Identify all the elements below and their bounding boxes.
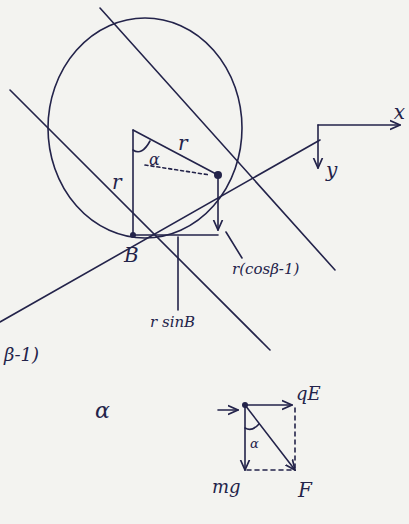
angle-arc [245, 424, 259, 429]
point-dot [242, 402, 248, 408]
sketch-label: y [326, 160, 337, 180]
sketch-label: mg [212, 478, 241, 496]
sketch-label: α [149, 152, 160, 168]
guide-line [10, 90, 270, 350]
sketch-label: B [124, 245, 139, 265]
guide-line [0, 140, 320, 322]
sketch-label: β-1) [4, 346, 39, 364]
base-line [133, 234, 218, 236]
sketch-label: r [178, 133, 188, 153]
radius-line [133, 130, 218, 175]
sketch-label: r [112, 172, 122, 192]
circle-path [48, 18, 242, 238]
sketch-label: x [394, 102, 405, 122]
sketch-label: F [298, 480, 312, 500]
force-arrow [244, 405, 246, 470]
drop-line [217, 175, 219, 230]
sketch-label: α [95, 400, 110, 422]
pointer-arrow [218, 409, 238, 411]
force-arrow [245, 405, 295, 470]
x-axis [318, 124, 400, 126]
sketch-label: qE [296, 385, 321, 403]
y-axis [317, 125, 319, 168]
force-arrow [245, 404, 292, 406]
point-dot [214, 171, 222, 179]
sketch-label: α [250, 437, 259, 450]
point-dot [130, 232, 136, 238]
angle-arc [133, 141, 150, 152]
leader-line [177, 237, 179, 310]
radius-line [132, 130, 134, 235]
leader-line [226, 232, 242, 258]
sketch-label: r sinB [150, 315, 195, 330]
sketch-label: r(cosβ-1) [232, 262, 299, 277]
dashed-line [247, 469, 293, 471]
guide-line [100, 8, 335, 270]
dashed-line [294, 408, 296, 468]
